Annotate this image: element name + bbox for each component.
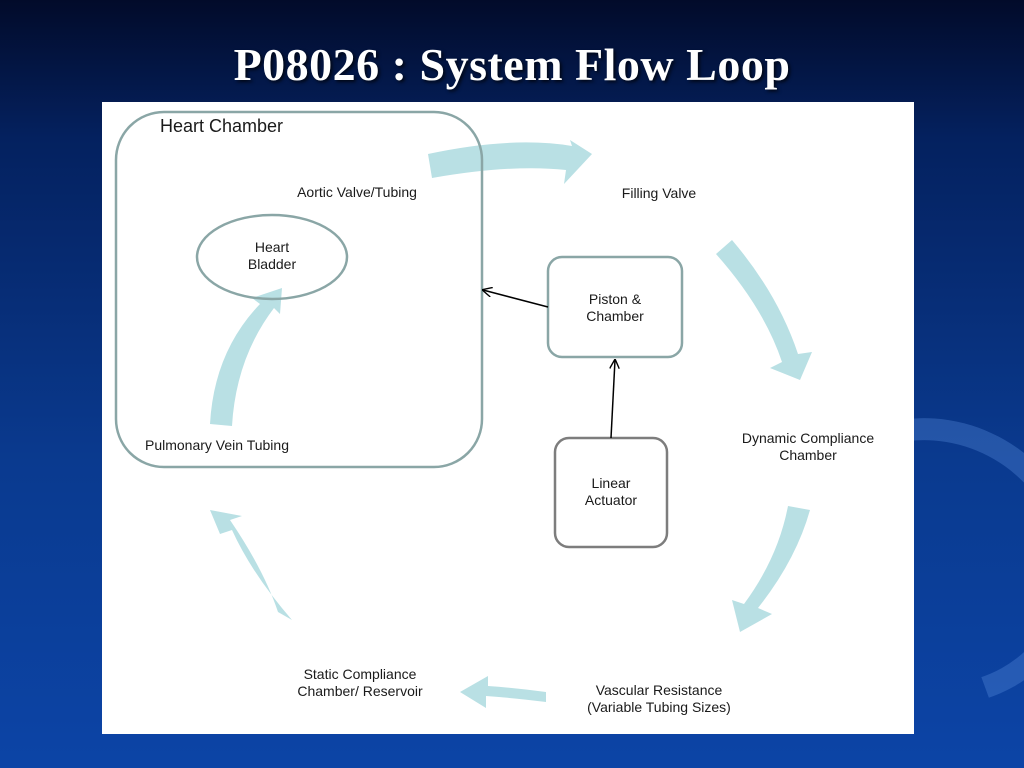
heart-bladder-ellipse [195, 213, 349, 301]
flow-arrow-top [428, 140, 592, 184]
filling-valve-label: Filling Valve [621, 185, 697, 201]
system-flow-diagram: Heart Chamber Aortic Valve/Tubing Heart … [102, 102, 914, 734]
heart-chamber-box [114, 110, 484, 469]
piston-chamber-label: Piston & Chamber [586, 291, 644, 324]
pulmonary-vein-label: Pulmonary Vein Tubing [145, 437, 289, 453]
flow-arrow-left-lower [210, 510, 292, 620]
flow-arrow-left-upper [210, 288, 282, 426]
heart-bladder-label: Heart Bladder [247, 239, 297, 272]
connector-actuator-to-piston [611, 360, 615, 439]
aortic-valve-label: Aortic Valve/Tubing [297, 184, 417, 200]
linear-actuator-label: Linear Actuator [584, 475, 638, 508]
flow-arrow-right-upper [716, 240, 812, 380]
connector-piston-to-heart [483, 290, 549, 308]
flow-arrow-right-lower [732, 506, 810, 632]
slide-title: P08026 : System Flow Loop [233, 39, 791, 90]
static-compliance-label: Static Compliance Chamber/ Reservoir [297, 666, 423, 699]
dynamic-compliance-label: Dynamic Compliance Chamber [741, 430, 875, 463]
diagram-graphics [114, 110, 812, 708]
vascular-resistance-label: Vascular Resistance (Variable Tubing Siz… [587, 682, 731, 715]
heart-chamber-label: Heart Chamber [160, 116, 284, 136]
flow-arrow-bottom [460, 676, 546, 708]
